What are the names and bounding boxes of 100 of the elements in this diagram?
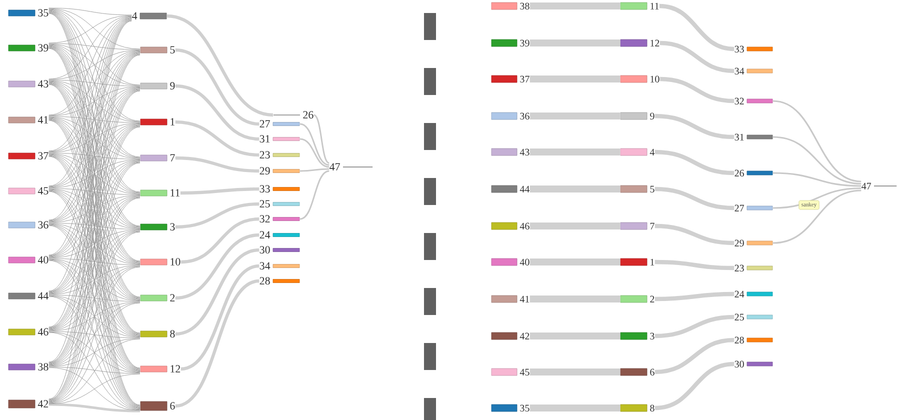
flow-link [48, 10, 140, 192]
node-label: 25 [734, 314, 744, 320]
flow-link [654, 362, 734, 410]
node-bar: 2 [620, 295, 654, 303]
node-bar: 42 [491, 332, 530, 340]
node-bar: 36 [491, 112, 530, 120]
node-bar: 39 [491, 39, 530, 47]
node-label: 4 [132, 12, 138, 20]
node-label: 4 [650, 148, 655, 156]
node-bar: 24 [734, 290, 773, 298]
flow-link [48, 50, 140, 116]
node-bar: 39 [8, 44, 48, 52]
flow-link [48, 366, 140, 374]
node-bar: 47 [862, 182, 897, 190]
flow-link [48, 8, 132, 16]
node-bar: 3 [620, 332, 654, 340]
node-label: 41 [520, 296, 530, 302]
flow-link [48, 80, 140, 122]
node-label: 47 [862, 182, 872, 190]
node-bar: 10 [140, 258, 180, 266]
node-bar: 23 [734, 264, 773, 272]
node-bar: 27 [734, 204, 773, 212]
node-bar: 35 [8, 9, 48, 16]
node-bar: 33 [260, 185, 300, 192]
flow-link [48, 403, 140, 412]
flow-link [175, 248, 260, 336]
node-label: 10 [170, 258, 180, 266]
flow-link [772, 190, 862, 244]
flow-link [48, 8, 140, 86]
flow-link [654, 150, 734, 176]
node-label: 45 [520, 368, 530, 376]
flow-link [654, 260, 734, 270]
node-bar: 40 [491, 258, 530, 266]
node-label: 3 [170, 223, 175, 230]
flow-link [175, 120, 260, 157]
node-bar: 31 [734, 134, 773, 140]
node-bar: 31 [260, 135, 300, 142]
node-label: 7 [170, 154, 175, 162]
node-bar: 33 [734, 46, 773, 52]
flow-link [48, 196, 140, 258]
node-bar: 7 [620, 222, 654, 230]
flow-link [300, 138, 330, 168]
node-bar: 9 [620, 112, 654, 120]
node-label: 43 [38, 80, 48, 88]
flow-link [48, 331, 140, 338]
node-bar: 35 [491, 404, 530, 412]
flow-link [48, 8, 140, 50]
node-label: 2 [170, 294, 175, 302]
flow-link [180, 187, 260, 195]
node-label: 9 [650, 112, 654, 120]
node-label: 31 [734, 134, 744, 140]
node-label: 37 [38, 152, 48, 160]
flow-link [48, 153, 140, 194]
node-label: 9 [170, 82, 175, 90]
node-bar: 44 [491, 185, 530, 193]
flow-link [314, 114, 330, 164]
node-bar: 28 [734, 336, 773, 344]
node-bar: 6 [620, 368, 654, 376]
flow-link [530, 148, 620, 156]
node-label: 36 [520, 112, 530, 120]
node-bar: 47 [330, 163, 373, 170]
node-label: 44 [520, 186, 530, 192]
node-bar: 34 [260, 262, 300, 270]
node-label: 23 [734, 264, 744, 272]
flow-link [48, 189, 140, 264]
node-label: 27 [734, 204, 744, 212]
node-label: 11 [650, 2, 659, 10]
flow-link [48, 302, 140, 332]
node-bar: 24 [260, 231, 300, 238]
flow-link [48, 332, 140, 374]
flow-link [48, 294, 140, 302]
flow-link [48, 116, 140, 123]
flow-link [530, 2, 620, 10]
node-label: 2 [650, 296, 654, 302]
flow-link [180, 264, 260, 371]
node-label: 5 [170, 46, 175, 54]
flow-link [530, 296, 620, 302]
flow-link [48, 123, 140, 188]
flow-link [48, 16, 132, 116]
node-bar: 43 [8, 80, 48, 88]
node-label: 11 [170, 189, 180, 196]
node-bar: 43 [491, 148, 530, 156]
flow-link [48, 258, 140, 302]
node-bar: 3 [140, 223, 175, 230]
flow-link [48, 50, 140, 80]
node-label: 32 [260, 215, 270, 222]
node-bar: 37 [8, 152, 48, 160]
flow-link [530, 112, 620, 120]
node-bar: 6 [140, 401, 175, 411]
node-bar: 45 [8, 187, 48, 194]
node-bar: 1 [620, 258, 654, 266]
node-label: 27 [260, 120, 270, 128]
flow-link [175, 84, 260, 141]
node-label: 46 [38, 328, 48, 336]
node-label: 8 [170, 330, 175, 338]
node-bar: 29 [260, 167, 300, 174]
node-bar: 26 [734, 170, 773, 176]
flow-link [48, 44, 140, 86]
node-label: 38 [38, 363, 48, 370]
flow-link [48, 80, 140, 86]
